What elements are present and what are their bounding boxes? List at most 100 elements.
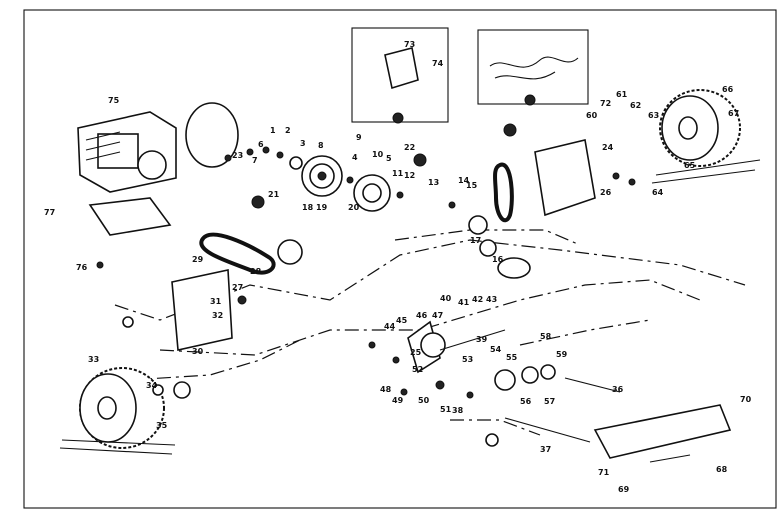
callout-53: 53 [462,355,473,364]
callout-26: 26 [600,188,612,197]
callout-70: 70 [740,395,752,404]
callout-51: 51 [440,405,452,414]
callout-34: 34 [146,381,158,390]
callout-35: 35 [156,421,168,430]
callout-72: 72 [600,99,611,108]
callout-58: 58 [540,332,552,341]
callout-77: 77 [44,208,55,217]
callout-67: 67 [728,109,739,118]
callout-71: 71 [598,468,610,477]
left-frame-bracket [171,269,233,351]
callout-4: 4 [352,153,358,162]
callout-69: 69 [618,485,630,494]
right-frame-bracket [534,139,596,217]
callout-68: 68 [716,465,728,474]
wheel-right [651,89,761,184]
callout-28: 28 [250,267,262,276]
inset-bracket-detail [351,27,449,124]
callout-50: 50 [418,396,430,405]
callout-41: 41 [458,298,470,307]
hardware-pieces [96,123,636,399]
callout-42: 42 [472,295,483,304]
callout-25: 25 [410,348,422,357]
callout-63: 63 [648,111,659,120]
wheel-left [59,367,191,455]
callout-30: 30 [192,347,204,356]
callout-32: 32 [212,311,223,320]
callout-43: 43 [486,295,497,304]
callout-75: 75 [108,96,120,105]
engine-mount-plate [88,197,172,236]
callout-13: 13 [428,178,439,187]
callout-31: 31 [210,297,222,306]
callout-3: 3 [300,139,306,148]
lower-frame-rail [593,404,732,463]
diagram-frame [23,9,777,509]
callout-74: 74 [432,59,444,68]
callout-62: 62 [630,101,641,110]
callout-44: 44 [384,322,396,331]
callout-37: 37 [540,445,551,454]
callout-52: 52 [412,365,423,374]
callout-73: 73 [404,40,415,49]
callout-15: 15 [466,181,478,190]
callout-11: 11 [392,169,404,178]
callout-20: 20 [348,203,360,212]
callout-65: 65 [684,161,696,170]
callout-57: 57 [544,397,555,406]
callout-33: 33 [88,355,99,364]
callout-46: 46 [416,311,428,320]
callout-47: 47 [432,311,443,320]
callout-21: 21 [268,190,280,199]
callout-61: 61 [616,90,628,99]
callout-1: 1 [270,126,276,135]
callout-40: 40 [440,294,452,303]
callout-29: 29 [192,255,204,264]
callout-54: 54 [490,345,502,354]
drive-belt [199,232,303,275]
callout-18: 18 [302,203,314,212]
callout-36: 36 [612,385,624,394]
callout-17: 17 [470,236,481,245]
engine [77,102,239,193]
callout-66: 66 [722,85,734,94]
callout-24: 24 [602,143,614,152]
inset-wiring-callout-marker [524,94,536,106]
callout-45: 45 [396,316,408,325]
callout-22: 22 [404,143,415,152]
callout-6: 6 [258,140,264,149]
callout-39: 39 [476,335,488,344]
inset-wiring-detail [477,29,589,106]
callout-2: 2 [285,126,291,135]
callout-55: 55 [506,353,518,362]
transmission-belt [468,162,531,279]
callout-9: 9 [356,133,362,142]
engine-pulley-cover [185,102,239,168]
callout-16: 16 [492,255,504,264]
callout-23: 23 [232,151,243,160]
callout-12: 12 [404,171,415,180]
callout-5: 5 [386,154,392,163]
callout-59: 59 [556,350,568,359]
callout-7: 7 [252,156,258,165]
callout-38: 38 [452,406,464,415]
callout-19: 19 [316,203,328,212]
callout-14: 14 [458,176,470,185]
pulley-group-upper [289,155,391,212]
callout-76: 76 [76,263,88,272]
axle-assembly [407,320,621,447]
idler-pulley [277,239,303,265]
callout-48: 48 [380,385,392,394]
callout-27: 27 [232,283,243,292]
callout-49: 49 [392,396,404,405]
callout-56: 56 [520,397,532,406]
inset-bracket-callout-marker [392,112,404,124]
callout-8: 8 [318,141,324,150]
callout-60: 60 [586,111,598,120]
callout-10: 10 [372,150,384,159]
assembly-guide-lines [114,229,746,436]
callout-64: 64 [652,188,664,197]
